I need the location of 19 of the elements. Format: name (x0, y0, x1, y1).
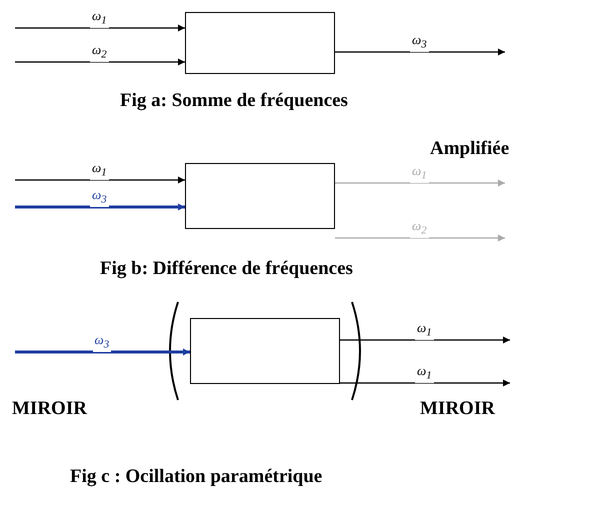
figure-caption: Fig c : Ocillation paramétrique (70, 466, 322, 488)
arrow (335, 48, 505, 56)
arrow (15, 348, 190, 356)
arrow (335, 234, 505, 242)
part-label: MIROIR (420, 398, 495, 420)
system-box (185, 12, 335, 74)
arrow (335, 180, 505, 186)
figure-caption: Fig b: Différence de fréquences (100, 258, 353, 280)
part-label: MIROIR (12, 398, 87, 420)
arrow (15, 58, 185, 66)
system-box (190, 318, 340, 384)
arrow (340, 336, 510, 344)
figure-caption: Fig a: Somme de fréquences (120, 90, 348, 112)
system-box (185, 163, 335, 229)
arrow (15, 24, 185, 32)
arrow (15, 176, 185, 184)
arrow (15, 204, 185, 210)
arrow (340, 380, 510, 386)
note-label: Amplifiée (430, 138, 510, 160)
